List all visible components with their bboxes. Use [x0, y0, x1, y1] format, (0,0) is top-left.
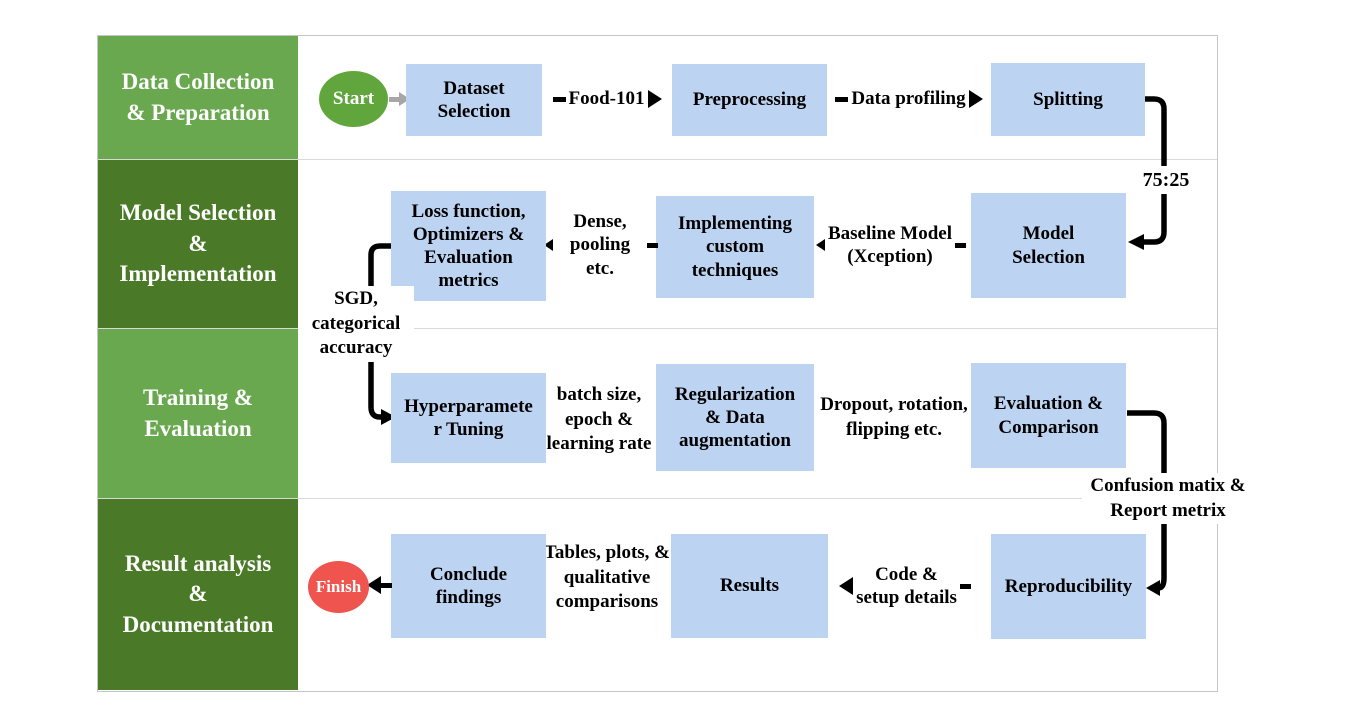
node-label: Evaluation & Comparison [993, 393, 1104, 438]
edge-label-sgd-categorical: SGD, categorical accuracy [298, 286, 414, 363]
node-loss-function: Loss function, Optimizers & Evaluation m… [391, 191, 546, 301]
node-label: Hyperparamete r Tuning [404, 395, 533, 440]
start-arrow [387, 90, 411, 108]
node-results: Results [671, 534, 828, 638]
node-label: Dataset Selection [437, 77, 511, 122]
edge-label-baseline-model: Baseline Model (Xception) [827, 222, 953, 267]
edge-label-tables-plots: Tables, plots, & qualitative comparisons [544, 542, 670, 613]
arrow-right-icon [381, 409, 396, 425]
arrow-right-icon [647, 90, 662, 108]
connector-evaluation-to-reproducibility [1127, 410, 1167, 591]
edge-dense-pooling: Dense, pooling etc. [544, 211, 658, 279]
lane-text: Training & Evaluation [142, 385, 254, 441]
lane-label-training-evaluation: Training & Evaluation [98, 329, 298, 498]
node-regularization: Regularization & Data augmentation [656, 364, 814, 471]
arrow-right-icon [968, 90, 983, 108]
finish-terminal: Finish [308, 561, 369, 613]
node-label: Preprocessing [692, 89, 807, 111]
arrow-tail-dash-icon [388, 96, 399, 102]
node-label: Conclude findings [429, 563, 508, 608]
row-separator [98, 328, 1217, 329]
edge-label-dense-pooling: Dense, pooling etc. [569, 211, 631, 279]
lane-label-result-analysis: Result analysis & Documentation [98, 499, 298, 690]
arrow-left-icon [815, 239, 825, 251]
node-label: Regularization & Data augmentation [674, 383, 796, 452]
edge-baseline-model: Baseline Model (Xception) [812, 219, 970, 271]
node-evaluation-comparison: Evaluation & Comparison [971, 363, 1126, 468]
edge-food-101: Food-101 [544, 87, 670, 111]
arrow-left-icon [544, 239, 553, 251]
node-conclude-findings: Conclude findings [391, 534, 546, 638]
node-label: Model Selection [1012, 223, 1085, 268]
node-label: Implementing custom techniques [678, 213, 792, 281]
edge-label-batch-epoch: batch size, epoch & learning rate [546, 384, 652, 455]
node-preprocessing: Preprocessing [672, 64, 827, 136]
arrow-tail-dash-icon [955, 242, 967, 248]
arrow-right-icon [398, 92, 410, 106]
start-label: Start [332, 88, 375, 109]
node-model-selection: Model Selection [971, 193, 1126, 298]
edge-label-split-ratio: 75:25 [1132, 166, 1200, 194]
edge-label-dropout-rotation: Dropout, rotation, flipping etc. [820, 394, 968, 440]
row-separator [98, 498, 1217, 499]
node-label: Results [719, 575, 780, 597]
arrow-tail-dash-icon [647, 242, 658, 248]
lane-text: Result analysis & Documentation [122, 550, 274, 637]
node-implementing-custom: Implementing custom techniques [656, 196, 814, 298]
lane-label-model-selection: Model Selection & Implementation [98, 160, 298, 328]
node-label: Loss function, Optimizers & Evaluation m… [411, 200, 526, 292]
lane-text: Data Collection & Preparation [121, 69, 275, 125]
edge-label-data-profiling: Data profiling [851, 88, 966, 110]
arrow-tail-dash-icon [959, 583, 971, 589]
arrow-tail-dash-icon [552, 96, 566, 102]
arrow-tail-dash-icon [380, 582, 392, 588]
arrow-tail-dash-icon [835, 96, 849, 102]
lane-text: Model Selection & Implementation [119, 200, 277, 287]
node-hyperparameter-tuning: Hyperparamete r Tuning [391, 373, 546, 463]
start-terminal: Start [319, 71, 388, 127]
lane-label-data-collection: Data Collection & Preparation [98, 36, 298, 159]
flowchart-frame: Data Collection & Preparation Model Sele… [97, 35, 1254, 692]
node-label: Reproducibility [1004, 575, 1133, 597]
finish-arrow [366, 576, 392, 594]
node-reproducibility: Reproducibility [991, 534, 1146, 639]
arrow-left-icon [1128, 234, 1144, 250]
arrow-left-icon [839, 577, 854, 595]
node-label: Splitting [1033, 88, 1103, 110]
arrow-left-icon [366, 576, 381, 594]
edge-label-confusion-report: Confusion matix & Report metrix [1082, 473, 1254, 525]
arrow-left-icon [1146, 580, 1160, 596]
edge-label-code-setup: Code & setup details [856, 563, 957, 608]
edge-code-setup: Code & setup details [826, 560, 984, 612]
row-separator [98, 159, 1217, 160]
finish-label: Finish [315, 577, 362, 596]
node-dataset-selection: Dataset Selection [406, 64, 542, 136]
edge-data-profiling: Data profiling [829, 87, 989, 111]
node-splitting: Splitting [991, 63, 1145, 136]
edge-label-food-101: Food-101 [568, 88, 645, 110]
